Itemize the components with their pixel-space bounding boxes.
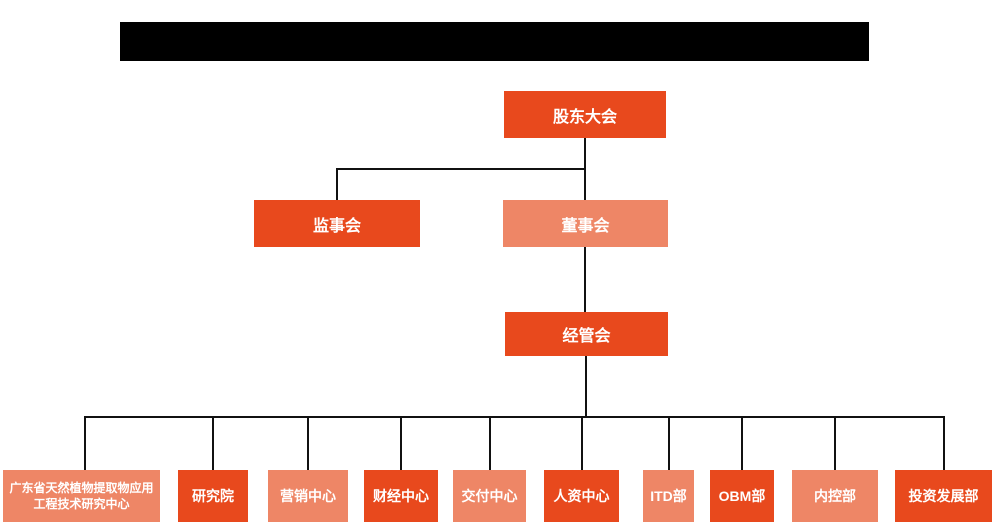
node-dept-delivery-center: 交付中心	[453, 470, 526, 522]
connector-drop-9	[834, 416, 836, 470]
connector-drop-4	[400, 416, 402, 470]
node-dept-investment-development: 投资发展部	[895, 470, 992, 522]
connector-departments-rail	[84, 416, 945, 418]
node-dept-finance-center: 财经中心	[364, 470, 438, 522]
node-shareholders-meeting: 股东大会	[504, 91, 666, 138]
connector-drop-5	[489, 416, 491, 470]
node-board-of-directors: 董事会	[503, 200, 668, 247]
connector-branch-horizontal	[336, 168, 586, 170]
connector-drop-3	[307, 416, 309, 470]
connector-management-to-rail	[585, 356, 587, 417]
node-management-committee: 经管会	[505, 312, 668, 356]
connector-drop-2	[212, 416, 214, 470]
connector-drop-1	[84, 416, 86, 470]
connector-board-to-management	[584, 247, 586, 313]
node-dept-obm: OBM部	[710, 470, 774, 522]
node-supervisory-board: 监事会	[254, 200, 420, 247]
node-dept-research-institute: 研究院	[178, 470, 248, 522]
connector-drop-7	[668, 416, 670, 470]
connector-drop-6	[581, 416, 583, 470]
redacted-title-bar	[120, 22, 869, 61]
node-dept-research-center: 广东省天然植物提取物应用工程技术研究中心	[3, 470, 160, 522]
connector-drop-10	[943, 416, 945, 470]
connector-branch-to-supervisory	[336, 168, 338, 201]
node-dept-marketing-center: 营销中心	[268, 470, 348, 522]
node-dept-hr-center: 人资中心	[544, 470, 619, 522]
node-dept-itd: ITD部	[643, 470, 694, 522]
node-dept-internal-control: 内控部	[792, 470, 878, 522]
connector-drop-8	[741, 416, 743, 470]
